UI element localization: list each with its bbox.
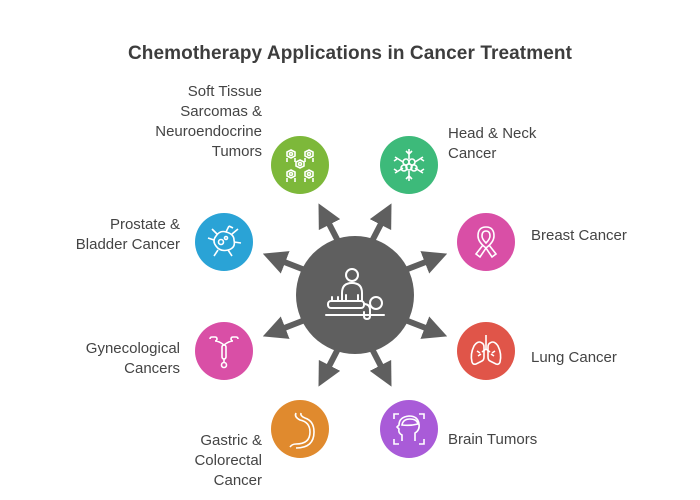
node-gynecological[interactable] xyxy=(195,322,253,380)
label-brain: Brain Tumors xyxy=(448,431,538,448)
node-gastric-colorectal[interactable] xyxy=(271,400,329,458)
lungs-icon xyxy=(470,335,502,366)
node-head-neck[interactable] xyxy=(380,136,438,194)
label-prostate-bladder: Prostate &Bladder Cancer xyxy=(75,216,180,253)
node-lung[interactable] xyxy=(457,322,515,380)
cancer-cell-icon xyxy=(207,225,242,257)
snowflake-cell-icon xyxy=(393,149,425,181)
central-hub xyxy=(296,236,414,354)
patient-treatment-icon xyxy=(325,268,385,320)
stomach-icon xyxy=(289,412,315,449)
brain-scan-icon xyxy=(393,413,425,445)
label-lung: Lung Cancer xyxy=(531,349,617,366)
node-breast[interactable] xyxy=(457,213,515,271)
diagram-title: Chemotherapy Applications in Cancer Trea… xyxy=(127,43,573,64)
iud-icon xyxy=(209,336,239,369)
label-breast: Breast Cancer xyxy=(531,227,627,244)
cells-cluster-icon xyxy=(286,149,314,182)
node-prostate-bladder[interactable] xyxy=(195,213,253,271)
ribbon-icon xyxy=(474,226,498,259)
node-soft-tissue[interactable] xyxy=(271,136,329,194)
node-brain[interactable] xyxy=(380,400,438,458)
